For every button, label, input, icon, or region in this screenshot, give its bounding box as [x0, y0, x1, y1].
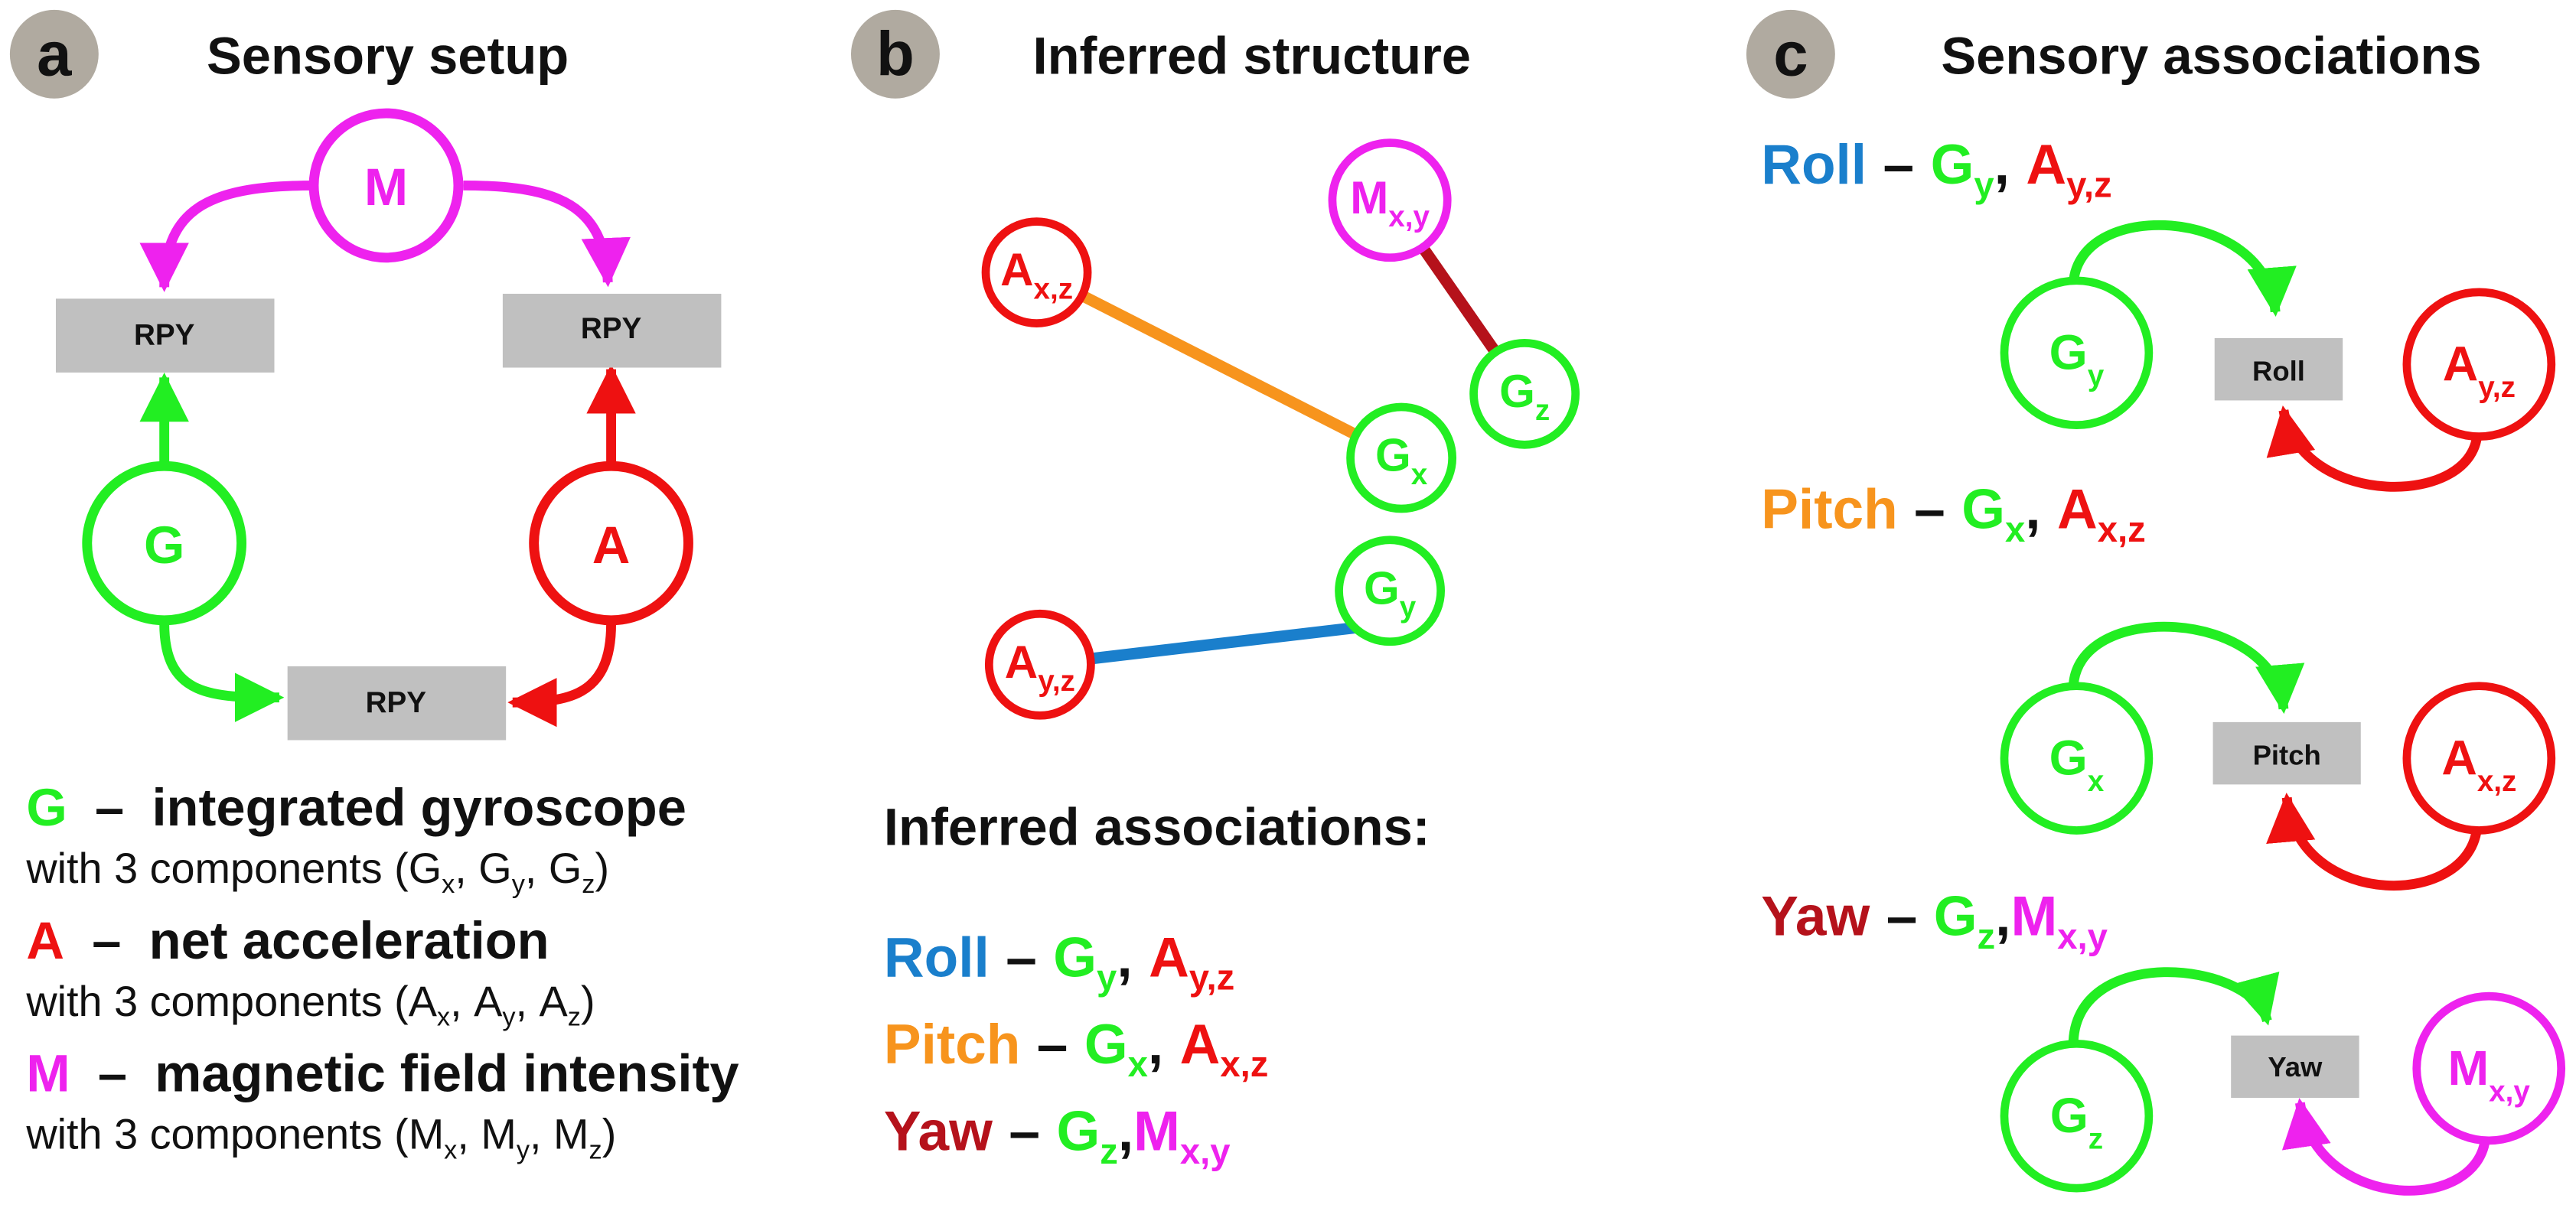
- svg-text:Gx: Gx: [1375, 430, 1428, 491]
- node-g: G: [82, 461, 247, 626]
- row-yaw-label: Yaw–Gz,Mx,y: [1761, 886, 2108, 957]
- svg-text:Yaw: Yaw: [2268, 1051, 2323, 1083]
- arrow-mxy-to-yaw: [2282, 1098, 2491, 1196]
- panel-c-badge: c: [1746, 9, 1835, 99]
- svg-text:RPY: RPY: [366, 686, 427, 719]
- svg-text:Ay,z: Ay,z: [2443, 337, 2516, 404]
- svg-text:with 3 components (Gx, Gy, Gz): with 3 components (Gx, Gy, Gz): [25, 844, 609, 899]
- arrow-g-to-rpy-bottom: [159, 624, 285, 722]
- edge-pitch: [1034, 267, 1404, 464]
- assoc-pitch: Pitch–Gx,Ax,z: [884, 1014, 1268, 1085]
- rpy-box-left: RPY: [55, 298, 275, 373]
- svg-text:M: M: [364, 158, 408, 217]
- node-m: M: [308, 108, 464, 263]
- arrow-gx-to-pitch: [2068, 621, 2305, 715]
- arrow-axz-to-pitch: [2266, 793, 2483, 891]
- svg-text:Gy: Gy: [2049, 325, 2105, 392]
- svg-text:Gy: Gy: [1364, 562, 1417, 624]
- svg-text:Gz: Gz: [2050, 1088, 2103, 1155]
- svg-text:a: a: [37, 20, 72, 90]
- node-g-z: Gz: [1469, 338, 1580, 449]
- svg-text:c: c: [1773, 20, 1808, 90]
- panel-b-badge: b: [850, 9, 940, 99]
- yaw-diagram: Gz Yaw Mx,y: [2000, 967, 2566, 1196]
- svg-text:with 3 components (Mx, My, Mz): with 3 components (Mx, My, Mz): [25, 1110, 616, 1165]
- svg-text:b: b: [876, 20, 915, 90]
- svg-text:Ax,z: Ax,z: [1000, 244, 1073, 305]
- assoc-title: Inferred associations:: [884, 798, 1430, 857]
- panel-a: a Sensory setup M G A RPY RPY: [9, 9, 739, 1165]
- panel-a-title: Sensory setup: [207, 27, 569, 86]
- roll-diagram: Gy Roll Ay,z: [2000, 220, 2556, 492]
- svg-text:A – net accele: A – net acceleration: [26, 911, 549, 970]
- rpy-box-right: RPY: [502, 293, 722, 368]
- edge-roll: [1039, 617, 1391, 671]
- svg-text:RPY: RPY: [134, 318, 195, 351]
- svg-text:Gx: Gx: [2049, 731, 2105, 798]
- assoc-roll: Roll–Gy,Ay,z: [884, 926, 1234, 998]
- node-m-xy: Mx,y: [1328, 138, 1452, 262]
- svg-text:Pitch: Pitch: [2253, 740, 2321, 771]
- panel-c-title: Sensory associations: [1941, 27, 2481, 86]
- panel-b-title: Inferred structure: [1033, 27, 1471, 86]
- arrow-m-to-rpy-right: [463, 180, 631, 288]
- arrow-gy-to-roll: [2068, 220, 2297, 317]
- node-a-xz: Ax,z: [981, 217, 1092, 327]
- row-roll-label: Roll–Gy,Ay,z: [1761, 134, 2111, 205]
- node-g-x: Gx: [1346, 402, 1457, 513]
- svg-text:A: A: [592, 516, 631, 575]
- node-a-yz: Ay,z: [984, 609, 1095, 720]
- pitch-diagram: Gx Pitch Ax,z: [2000, 621, 2556, 891]
- arrow-a-to-rpy-bottom: [507, 624, 617, 728]
- svg-text:M – magnetic f: M – magnetic field intensity: [26, 1044, 739, 1103]
- node-a: A: [529, 461, 693, 626]
- row-pitch-label: Pitch–Gx,Ax,z: [1761, 479, 2145, 550]
- svg-text:G: G: [144, 516, 184, 575]
- arrow-ayz-to-roll: [2266, 405, 2483, 492]
- svg-text:Roll: Roll: [2252, 356, 2305, 387]
- svg-text:Gz: Gz: [1499, 366, 1550, 427]
- svg-text:G – integrated: G – integrated gyroscope: [26, 778, 686, 837]
- assoc-yaw: Yaw–Gz,Mx,y: [884, 1101, 1231, 1172]
- node-g-y: Gy: [1335, 536, 1446, 646]
- svg-text:RPY: RPY: [581, 312, 642, 345]
- legend-gyro: G – integrated gyroscope with 3 componen…: [25, 778, 686, 899]
- svg-text:with 3 components (Ax, Ay, Az): with 3 components (Ax, Ay, Az): [25, 977, 595, 1032]
- legend-magnet: M – magnetic field intensity with 3 comp…: [25, 1044, 739, 1165]
- svg-text:Mx,y: Mx,y: [1350, 172, 1430, 233]
- arrow-gz-to-yaw: [2068, 967, 2280, 1046]
- panel-b: b Inferred structure Ax,z Mx,y Gz Gx Gy: [850, 9, 1580, 1172]
- svg-text:Ay,z: Ay,z: [1005, 637, 1075, 698]
- svg-text:Ax,z: Ax,z: [2441, 731, 2516, 798]
- svg-text:Mx,y: Mx,y: [2448, 1040, 2531, 1108]
- panel-a-badge: a: [9, 9, 99, 99]
- panel-c: c Sensory associations Roll–Gy,Ay,z Gy R…: [1746, 9, 2566, 1196]
- arrow-m-to-rpy-left: [139, 180, 316, 292]
- rpy-box-bottom: RPY: [287, 666, 507, 741]
- legend-accel: A – net acceleration with 3 components (…: [25, 911, 595, 1032]
